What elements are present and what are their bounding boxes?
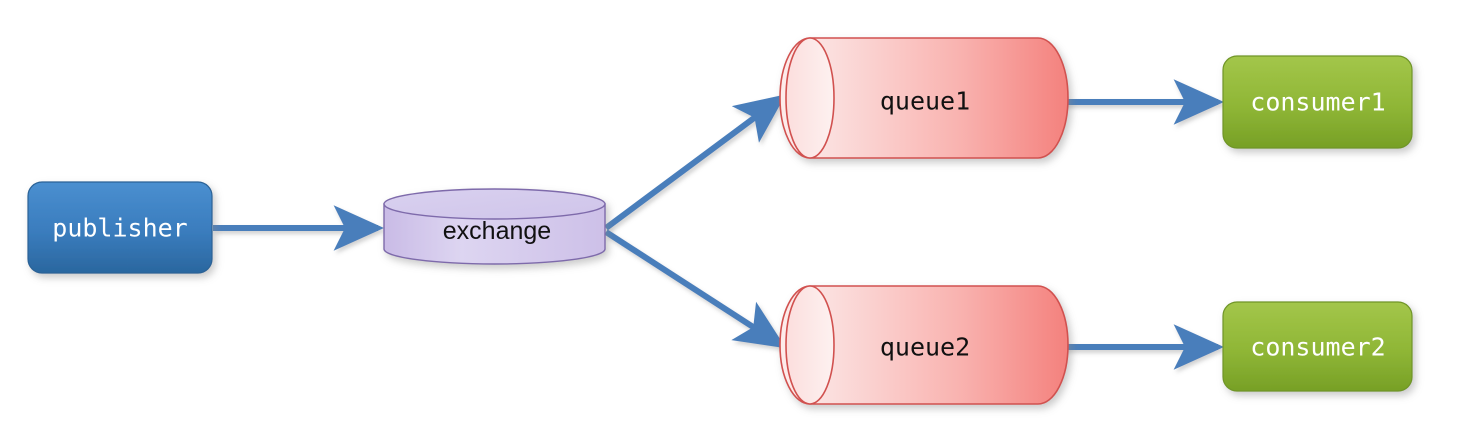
edge-exchange-to-queue1 xyxy=(604,94,786,231)
queue2-body[interactable] xyxy=(779,285,1069,405)
node-queue1[interactable] xyxy=(779,37,1069,159)
exchange-body[interactable] xyxy=(383,203,606,265)
queue2-left-cap xyxy=(785,285,835,405)
consumer1-box[interactable] xyxy=(1222,55,1413,149)
node-queue2[interactable] xyxy=(779,285,1069,405)
node-publisher[interactable]: publisher xyxy=(27,181,213,274)
edge-exchange-to-queue2 xyxy=(604,229,787,349)
queue1-left-cap xyxy=(785,37,835,159)
exchange-label: exchange xyxy=(443,217,551,245)
edge-layer xyxy=(213,79,1224,370)
publisher-box[interactable] xyxy=(27,181,213,274)
node-consumer1[interactable]: consumer1 xyxy=(1222,55,1413,149)
node-exchange[interactable] xyxy=(383,188,606,265)
consumer2-box[interactable] xyxy=(1222,301,1413,392)
queue1-body[interactable] xyxy=(779,37,1069,159)
consumer1-label: consumer1 xyxy=(1250,88,1385,117)
consumer2-label: consumer2 xyxy=(1250,333,1385,362)
queue1-label: queue1 xyxy=(880,87,970,116)
publisher-label: publisher xyxy=(52,214,187,243)
node-consumer2[interactable]: consumer2 xyxy=(1222,301,1413,392)
queue2-label: queue2 xyxy=(880,333,970,362)
exchange-top-ellipse xyxy=(383,188,606,220)
